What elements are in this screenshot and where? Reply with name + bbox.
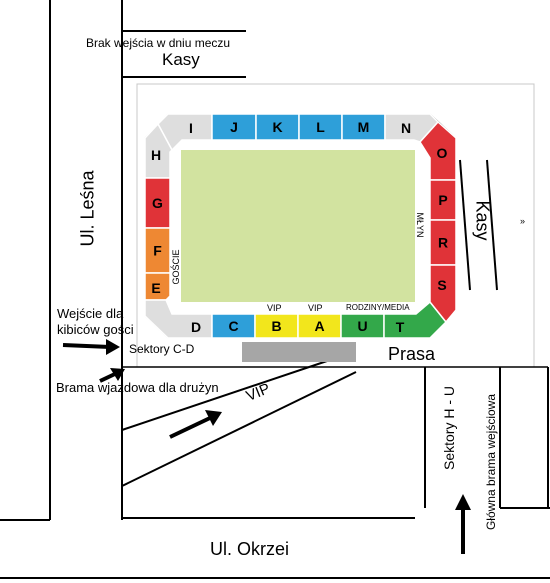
sector-label-g: G <box>152 195 163 211</box>
sectors-cd-label: Sektory C-D <box>129 342 195 356</box>
goscie-label: GOŚCIE <box>171 249 181 285</box>
sector-label-n: N <box>401 120 411 136</box>
kasy-right-label: Kasy <box>472 200 493 241</box>
sector-layer: I J K L M N H G F E D C B A U T O P R S <box>144 113 457 339</box>
sector-label-b: B <box>271 318 281 334</box>
sector-p <box>429 179 457 221</box>
press-label: Prasa <box>388 344 436 364</box>
sector-e <box>144 272 171 301</box>
street-lesna-label: Ul. Leśna <box>77 170 98 247</box>
away-entrance-label-2: kibiców gości <box>57 322 134 337</box>
sector-m <box>341 113 386 141</box>
team-gate-label: Brama wjazdowa dla drużyn <box>56 380 219 395</box>
vip-a-label: VIP <box>308 303 323 313</box>
sector-label-t: T <box>396 319 405 335</box>
road-vip-2 <box>121 371 357 487</box>
sector-label-o: O <box>437 145 448 161</box>
small-mark: » <box>520 216 525 226</box>
sector-label-c: C <box>228 318 238 334</box>
sector-r <box>429 219 457 266</box>
sector-label-f: F <box>153 243 162 259</box>
sector-label-h: H <box>151 147 161 163</box>
arrow-away-entrance <box>62 339 120 355</box>
road-vip-1 <box>121 359 331 431</box>
arrow-vip-road <box>169 410 222 439</box>
away-entrance-label-1: Wejście dla <box>57 306 124 321</box>
sector-b <box>254 313 299 339</box>
vip-b-label: VIP <box>267 303 282 313</box>
sector-label-a: A <box>314 318 324 334</box>
sector-f <box>144 227 171 274</box>
main-gate-label: Główna brama wejściowa <box>484 393 498 531</box>
sector-label-m: M <box>358 119 370 135</box>
sectors-hu-label: Sektory H - U <box>441 386 457 471</box>
kasy-right-line-2 <box>486 159 498 291</box>
sector-label-u: U <box>357 318 367 334</box>
rodziny-label: RODZINY/MEDIA <box>346 303 410 312</box>
street-okrzei-label: Ul. Okrzei <box>210 539 290 559</box>
pitch <box>181 150 415 302</box>
kasy-right-line-1 <box>459 159 471 291</box>
no-entry-matchday-label: Brak wejścia w dniu meczu <box>86 36 231 50</box>
sector-label-d: D <box>191 319 201 335</box>
mlyn-label: MŁYN <box>415 212 425 238</box>
sector-label-j: J <box>230 119 238 135</box>
sector-label-e: E <box>151 280 160 296</box>
sector-label-p: P <box>438 192 447 208</box>
sector-s <box>429 264 457 324</box>
sector-label-k: K <box>272 119 282 135</box>
press-box <box>242 342 356 362</box>
kasy-top-label: Kasy <box>162 50 200 69</box>
sector-label-i: I <box>189 120 193 136</box>
sector-label-l: L <box>316 119 325 135</box>
arrow-main-gate <box>455 494 471 554</box>
arrow-team-gate <box>99 368 125 383</box>
sector-label-r: R <box>438 235 448 251</box>
sector-label-s: S <box>437 277 446 293</box>
